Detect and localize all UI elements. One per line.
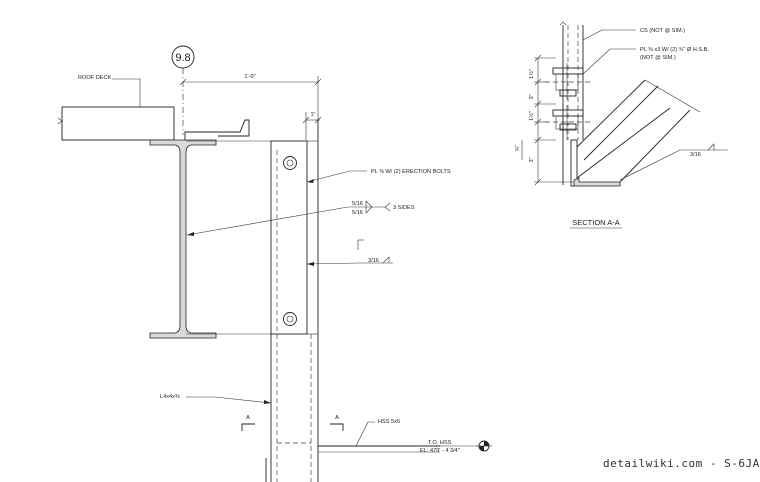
section-a-a: 1½" 3" 1½" 3" ¾" CS (NOT @ SIM.) PL ⅜ x3… (515, 21, 728, 229)
hss-label: HSS 5x5 (378, 419, 400, 425)
dimension-one-foot: 1'-0" (179, 74, 322, 120)
dimension-one-inch-label: 1" (310, 112, 315, 118)
to-hss-label: T.O. HSS (428, 440, 452, 446)
plate-note: PL ⅜ W/ (2) ERECTION BOLTS (306, 169, 451, 183)
plate-hsb-line1: PL ⅜ x3 W/ (2) ¾" Ø H.S.B. (640, 47, 709, 53)
cs-note: CS (NOT @ SIM.) (640, 28, 685, 34)
elevation-label: EL: 479' - 4 3/4" (420, 448, 460, 454)
dimension-one-foot-label: 1'-0" (244, 74, 255, 80)
dim-1-5-top: 1½" (528, 69, 535, 79)
weld-316-section: 3/16 (690, 152, 701, 158)
angle-label-group: L4x4x⅜ (160, 394, 272, 404)
dim-1-5-mid: 1½" (528, 111, 535, 121)
section-bolt-top (545, 63, 590, 100)
section-title: SECTION A-A (572, 218, 620, 227)
dim-3-top: 3" (529, 94, 535, 99)
erection-bolt-top (283, 156, 297, 170)
dim-side: ¾" (515, 145, 521, 152)
plate-bolts-label: PL ⅜ W/ (2) ERECTION BOLTS (371, 169, 451, 175)
grid-bubble-label: 9.8 (175, 52, 190, 64)
weld-516-top: 5/16 (352, 201, 363, 207)
watermark: detailwiki.com - S-6JAS3 (603, 457, 760, 470)
wide-flange-beam (149, 139, 217, 339)
plate-hsb-line2: (NOT @ SIM.) (640, 55, 676, 61)
section-mark-right: A (335, 415, 339, 421)
three-sides-label: 3 SIDES (393, 205, 415, 211)
section-cut-left: A (241, 415, 255, 431)
weld-316-label: 3/16 (368, 258, 379, 264)
angle-label: L4x4x⅜ (160, 394, 180, 400)
dim-3-bottom: 3" (529, 157, 535, 162)
connection-plate (186, 120, 319, 335)
weld-symbol-316: 3/16 (306, 239, 393, 266)
elevation-target-icon (476, 440, 492, 452)
grid-bubble: 9.8 (171, 45, 195, 135)
hss-note: HSS 5x5 T.O. HSS EL: 479' - 4 3/4" (355, 419, 478, 454)
erection-bolt-bottom (283, 312, 297, 326)
section-cut-right: A (330, 415, 344, 431)
angle-member (265, 150, 440, 482)
weld-516-bottom: 5/16 (352, 210, 363, 216)
roof-deck-label: ROOF DECK (78, 75, 112, 81)
roof-deck: ROOF DECK (57, 75, 175, 141)
clip-angle (184, 119, 250, 140)
section-bolt-bottom (545, 105, 590, 140)
weld-symbol-3-sides: 5/16 5/16 3 SIDES (186, 200, 415, 236)
section-mark-left: A (246, 415, 250, 421)
